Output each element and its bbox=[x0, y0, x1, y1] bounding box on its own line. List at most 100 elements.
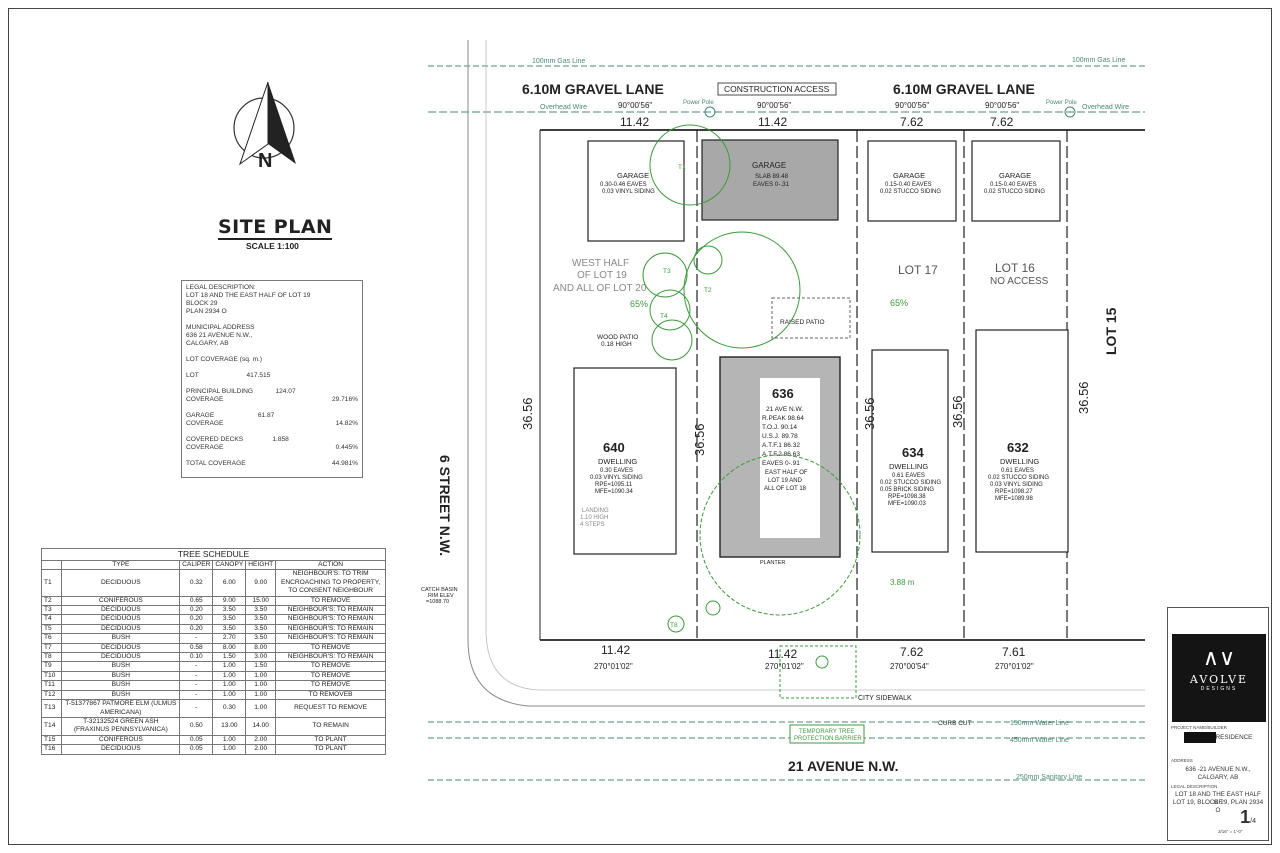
dwelling-632-l5: MFE=1089.98 bbox=[995, 496, 1034, 502]
table-cell: 3.50 bbox=[212, 623, 247, 635]
legal-heading: LEGAL DESCRIPTION: bbox=[186, 284, 256, 291]
logo-name: AVOLVE bbox=[1189, 673, 1249, 686]
dwelling-636-l5: A.T.F.1 86.32 bbox=[762, 442, 800, 449]
tree-barrier-box bbox=[789, 724, 865, 744]
street-curb-line bbox=[467, 40, 1145, 707]
coverage-pct: 29.716% bbox=[331, 396, 358, 403]
bearing-bottom: 270°00'54" bbox=[890, 662, 929, 671]
table-cell: T5 bbox=[40, 623, 63, 635]
coverage-value: 124.07 bbox=[275, 388, 296, 395]
scale-label: SCALE 1:100 bbox=[246, 241, 299, 251]
legal-line: BLOCK 29 bbox=[186, 300, 218, 307]
west-half-label: WEST HALF bbox=[572, 258, 629, 269]
garage-640-l1: 0.30-0.46 EAVES bbox=[600, 182, 647, 188]
coverage-value: 417.515 bbox=[246, 372, 271, 379]
table-cell: 1.00 bbox=[212, 661, 247, 672]
table-cell: T9 bbox=[40, 661, 63, 672]
dwelling-640-l4: MFE=1090.34 bbox=[595, 489, 634, 495]
col-header: CANOPY bbox=[212, 559, 247, 571]
table-cell: 0.05 bbox=[179, 734, 214, 746]
tree-tag-t4: T4 bbox=[660, 313, 668, 320]
dwelling-632-l3: 0.03 VINYL SIDING bbox=[990, 482, 1043, 488]
project-name: RESIDENCE bbox=[1215, 734, 1253, 742]
dwelling-632-l4: RPE=1098.27 bbox=[995, 489, 1033, 495]
address-line: 636 -21 AVENUE N.W., bbox=[1185, 766, 1251, 773]
dwelling-640-num: 640 bbox=[603, 440, 625, 455]
north-arrow-icon: N bbox=[233, 81, 296, 172]
pct65-west: 65% bbox=[630, 299, 648, 309]
table-cell: 3.50 bbox=[212, 614, 247, 625]
tree-canopies bbox=[642, 124, 861, 669]
table-cell: NEIGHBOUR'S: TO REMAIN bbox=[275, 605, 386, 616]
table-cell: 1.00 bbox=[245, 680, 277, 691]
table-cell: 1.00 bbox=[245, 689, 277, 701]
table-cell: TO REMAIN bbox=[275, 716, 386, 736]
wood-patio-label-2: 0.18 HIGH bbox=[601, 341, 632, 348]
garage-634-l1: 0.15-0.40 EAVES bbox=[885, 182, 932, 188]
scale-value: 3/16" = 1'-0" bbox=[1218, 829, 1243, 834]
dim-top: 7.62 bbox=[990, 115, 1014, 129]
coverage-pct: 14.82% bbox=[335, 420, 358, 427]
table-cell: 0.32 bbox=[179, 569, 214, 597]
table-cell: T2 bbox=[40, 595, 63, 607]
page-title: SITE PLAN bbox=[218, 216, 333, 240]
lane-label-east: 6.10M GRAVEL LANE bbox=[893, 81, 1035, 97]
col-header: HEIGHT bbox=[245, 559, 277, 571]
dwelling-634-l3: 0.05 BRICK SIDING bbox=[880, 487, 934, 493]
dim-side: 36.56 bbox=[520, 397, 535, 430]
table-cell: 2.00 bbox=[245, 744, 277, 755]
west-half-label-2: OF LOT 19 bbox=[577, 270, 627, 281]
garage-632-l1: 0.15-0.40 EAVES bbox=[990, 182, 1037, 188]
dim-top: 7.62 bbox=[900, 115, 924, 129]
table-cell: 1.50 bbox=[212, 652, 247, 663]
tree-tag-t3: T3 bbox=[663, 268, 671, 275]
garage-632-title: GARAGE bbox=[999, 171, 1031, 180]
tree-schedule-table: TREE SCHEDULE TYPE CALIPER CANOPY HEIGHT… bbox=[40, 548, 386, 755]
dim-top: 11.42 bbox=[620, 115, 649, 129]
table-cell: DECIDUOUS bbox=[61, 605, 181, 616]
dwelling-640-l2: 0.03 VINYL SIDING bbox=[590, 475, 643, 481]
table-cell: TO REMOVEB bbox=[275, 689, 386, 701]
landing-label: LANDING bbox=[582, 508, 609, 514]
dim-bottom: 11.42 bbox=[768, 647, 797, 661]
table-cell: NEIGHBOUR'S: TO REMAIN bbox=[275, 652, 386, 663]
project-label: PROJECT NAME/BUILDER bbox=[1171, 725, 1227, 730]
wood-patio-label: WOOD PATIO bbox=[597, 334, 638, 341]
table-cell: T16 bbox=[40, 744, 63, 755]
street-south-label: 21 AVENUE N.W. bbox=[788, 758, 898, 774]
water-150-label: 150mm Water Line bbox=[1010, 720, 1069, 727]
catch-basin-label: CATCH BASIN bbox=[421, 587, 458, 593]
coverage-label: TOTAL COVERAGE bbox=[186, 460, 246, 467]
garage-640 bbox=[587, 140, 685, 242]
logo-sub: DESIGNS bbox=[1200, 686, 1238, 692]
sheet-number: 1/4 bbox=[1240, 807, 1256, 828]
table-cell: 1.00 bbox=[245, 699, 277, 718]
dwelling-634 bbox=[871, 349, 949, 553]
power-pole-icon bbox=[1064, 106, 1076, 118]
table-cell: 1.00 bbox=[212, 670, 247, 682]
title-block: ∧∨ AVOLVE DESIGNS PROJECT NAME/BUILDER R… bbox=[1167, 607, 1269, 841]
dwelling-636-num: 636 bbox=[772, 386, 794, 401]
lot16-label: LOT 16 bbox=[995, 261, 1035, 275]
table-cell: DECIDUOUS bbox=[61, 744, 181, 755]
dwelling-636-l4: U.S.J. 89.78 bbox=[762, 433, 798, 440]
table-cell: 0.50 bbox=[179, 716, 214, 736]
legal-line: PLAN 2934 O bbox=[186, 308, 227, 315]
coverage-label: COVERED DECKS bbox=[186, 436, 244, 443]
table-cell: 6.00 bbox=[212, 569, 247, 597]
dwelling-634-num: 634 bbox=[902, 445, 924, 460]
dwelling-640-title: DWELLING bbox=[598, 457, 637, 466]
municipal-line: 636 21 AVENUE N.W., bbox=[186, 332, 253, 339]
table-cell: 1.50 bbox=[245, 661, 277, 672]
